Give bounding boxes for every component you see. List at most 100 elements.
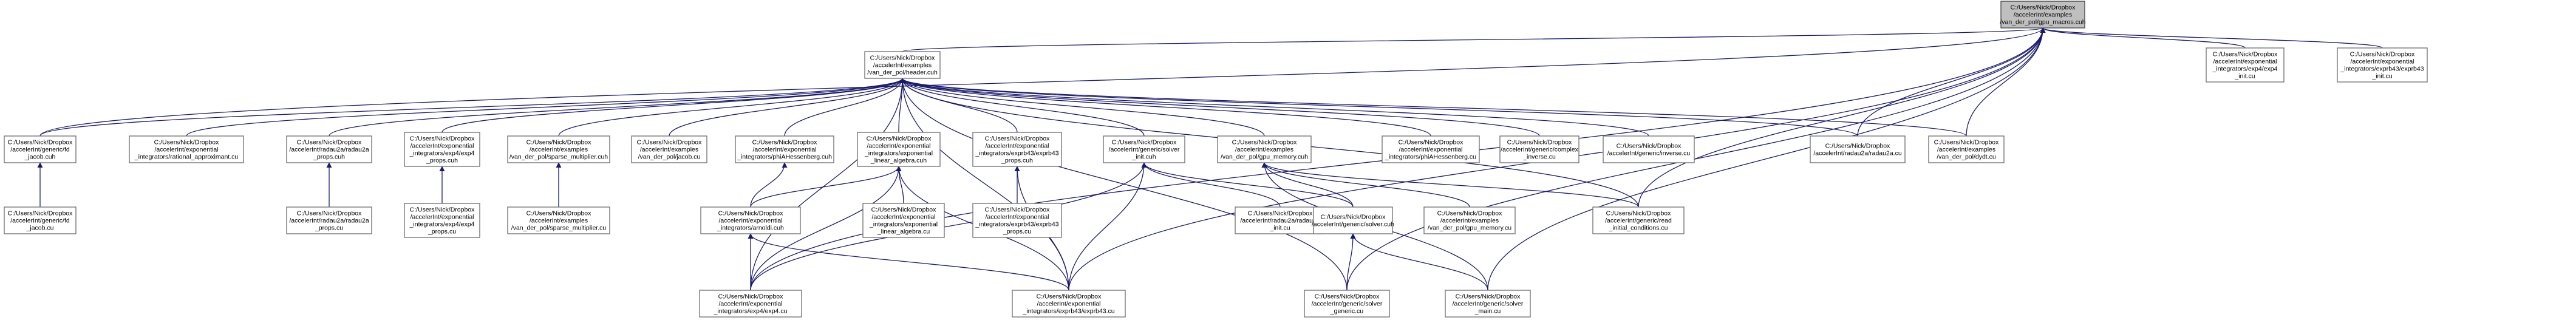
node-box [129, 135, 244, 163]
node-box [1235, 206, 1326, 234]
node-label-line: /accelerInt/exponential [2213, 58, 2277, 66]
edge-header-to-phiAh_cu [899, 78, 1431, 137]
node-label-line: C:/Users/Nick/Dropbox [2350, 51, 2416, 58]
edge-header-to-rational [186, 78, 905, 137]
graph-node-arnoldi[interactable]: C:/Users/Nick/Dropbox/accelerInt/exponen… [700, 206, 801, 234]
node-label-line: _linear_algebra.cu [877, 228, 930, 236]
node-label-line: _init.cuh [1131, 154, 1156, 161]
node-label-line: C:/Users/Nick/Dropbox [526, 139, 592, 146]
edge-header-to-solver_init_cuh [899, 78, 1145, 137]
graph-node-sparse-cuh[interactable]: C:/Users/Nick/Dropbox/accelerInt/example… [507, 135, 610, 163]
graph-node-exprb43-props-cuh[interactable]: C:/Users/Nick/Dropbox/accelerInt/exponen… [972, 132, 1062, 167]
graph-node-exprb43-props-cu[interactable]: C:/Users/Nick/Dropbox/accelerInt/exponen… [972, 203, 1062, 238]
edge-root-to-exp4_init [2040, 27, 2246, 49]
graph-node-sparse-cu[interactable]: C:/Users/Nick/Dropbox/accelerInt/example… [507, 206, 610, 234]
graph-node-gpu-memory-cuh[interactable]: C:/Users/Nick/Dropbox/accelerInt/example… [1217, 135, 1312, 163]
node-box [1603, 135, 1695, 163]
graph-node-jacob-cu[interactable]: C:/Users/Nick/Dropbox/accelerInt/example… [631, 135, 707, 163]
node-label-line: _integrators/exponential [869, 221, 938, 228]
edge-header-to-inverse_cu [899, 78, 1649, 137]
node-label-line: _props.cuh [1001, 157, 1033, 165]
edge-line [39, 78, 905, 137]
graph-node-radau2a-init[interactable]: C:/Users/Nick/Dropbox/accelerInt/radau2a… [1235, 206, 1326, 234]
edge-gpu_memory_cuh-to-gpu_memory_cu [1261, 162, 1470, 208]
graph-node-radau2a-cu[interactable]: C:/Users/Nick/Dropbox/accelerInt/radau2a… [1810, 135, 1906, 163]
edge-line [1346, 233, 1356, 291]
graph-node-solver-main[interactable]: C:/Users/Nick/Dropbox/accelerInt/generic… [1445, 290, 1531, 318]
node-label-line: /accelerInt/examples [873, 62, 932, 69]
graph-node-rational[interactable]: C:/Users/Nick/Dropbox/accelerInt/exponen… [129, 135, 244, 163]
node-label-line: C:/Users/Nick/Dropbox [154, 139, 220, 146]
node-label-line: /van_der_pol/gpu_memory.cuh [1221, 154, 1308, 161]
graph-node-polydydt[interactable]: C:/Users/Nick/Dropbox/accelerInt/example… [1928, 135, 2005, 163]
graph-node-linalg-cu[interactable]: C:/Users/Nick/Dropbox/accelerInt/exponen… [862, 203, 945, 238]
edge-line [329, 78, 905, 137]
node-box [2000, 1, 2085, 29]
node-box [699, 290, 802, 318]
node-label-line: C:/Users/Nick/Dropbox [526, 210, 592, 217]
graph-node-exp4-cu[interactable]: C:/Users/Nick/Dropbox/accelerInt/exponen… [699, 290, 802, 318]
node-label-line: _integrators/exp4/exp4 [2212, 66, 2278, 73]
edge-gpu_memory_cuh-to-solver_cuh [1261, 162, 1354, 208]
graph-node-radau2a-props-cuh[interactable]: C:/Users/Nick/Dropbox/accelerInt/radau2a… [286, 135, 372, 163]
node-box [1217, 135, 1312, 163]
edge-arnoldi-to-exprb43_cu [748, 233, 1069, 291]
node-label-line: _integrators/phiAHessenberg.cu [1385, 154, 1476, 161]
graph-node-solver-init-cuh[interactable]: C:/Users/Nick/Dropbox/accelerInt/generic… [1103, 135, 1185, 163]
node-label-line: _generic.cu [1330, 308, 1363, 315]
node-box [1313, 206, 1393, 234]
node-label-line: C:/Users/Nick/Dropbox [1037, 293, 1102, 301]
graph-node-fd-jacob-cuh[interactable]: C:/Users/Nick/Dropbox/accelerInt/generic… [4, 135, 77, 163]
graph-node-solver-generic[interactable]: C:/Users/Nick/Dropbox/accelerInt/generic… [1304, 290, 1390, 318]
edge-header-to-exp4_cu [750, 78, 905, 291]
graph-node-gpu-memory-cu[interactable]: C:/Users/Nick/Dropbox/accelerInt/example… [1423, 206, 1516, 234]
node-label-line: /accelerInt/radau2a/radau2a [289, 146, 369, 154]
edge-header-to-exprb43_props_cuh [899, 78, 1018, 133]
edge-line [1068, 162, 1147, 291]
edge-line [899, 78, 1069, 291]
graph-node-header[interactable]: C:/Users/Nick/Dropbox/accelerInt/example… [864, 51, 941, 79]
graph-node-exp4-props-cuh[interactable]: C:/Users/Nick/Dropbox/accelerInt/exponen… [404, 132, 480, 167]
graph-node-root[interactable]: C:/Users/Nick/Dropbox/accelerInt/example… [2000, 1, 2086, 29]
node-box [4, 135, 77, 163]
node-box [404, 203, 480, 238]
graph-node-linalg-cuh[interactable]: C:/Users/Nick/Dropbox/accelerInt/exponen… [857, 132, 941, 167]
graph-node-phiAh-cuh[interactable]: C:/Users/Nick/Dropbox/accelerInt/exponen… [735, 135, 834, 163]
edge-line [784, 78, 905, 137]
node-label-line: _integrators/exprb43/exprb43 [975, 150, 1058, 157]
node-label-line: C:/Users/Nick/Dropbox [1315, 293, 1380, 301]
node-label-line: /accelerInt/generic/solver [1109, 146, 1180, 154]
node-label-line: _integrators/exprb43/exprb43 [2340, 66, 2424, 73]
node-label-line: /accelerInt/exponential [985, 143, 1049, 150]
node-label-line: C:/Users/Nick/Dropbox [2213, 51, 2278, 58]
edge-header-to-jacob_cu [669, 78, 905, 137]
graph-node-exprb43-cu[interactable]: C:/Users/Nick/Dropbox/accelerInt/exponen… [1012, 290, 1126, 318]
node-box [972, 203, 1062, 238]
graph-node-complex-inverse[interactable]: C:/Users/Nick/Dropbox/accelerInt/generic… [1499, 135, 1579, 163]
graph-node-exp4-init[interactable]: C:/Users/Nick/Dropbox/accelerInt/exponen… [2206, 47, 2285, 83]
edge-line [39, 27, 2046, 137]
graph-node-phiAh-cu[interactable]: C:/Users/Nick/Dropbox/accelerInt/exponen… [1382, 135, 1480, 163]
edge-line [899, 78, 1018, 133]
node-label-line: /accelerInt/exponential [410, 143, 474, 150]
graph-node-inverse-cu[interactable]: C:/Users/Nick/Dropbox/accelerInt/generic… [1603, 135, 1695, 163]
graph-node-exprb43-init[interactable]: C:/Users/Nick/Dropbox/accelerInt/exponen… [2337, 47, 2428, 83]
node-label-line: /accelerInt/generic/fd [10, 217, 70, 225]
graph-node-exp4-props-cu[interactable]: C:/Users/Nick/Dropbox/accelerInt/exponen… [404, 203, 480, 238]
graph-node-read-ic[interactable]: C:/Users/Nick/Dropbox/accelerInt/generic… [1592, 206, 1685, 234]
graph-node-solver-cuh[interactable]: C:/Users/Nick/Dropbox/accelerInt/generic… [1312, 206, 1394, 234]
edge-root-to-fd_jacob_cuh [39, 27, 2046, 137]
edge-line [748, 233, 1069, 291]
node-box [864, 51, 941, 79]
edge-line [1141, 162, 1281, 208]
edge-header-to-phiAh_cuh [784, 78, 905, 137]
node-label-line: _props.cuh [313, 154, 345, 161]
node-label-line: /accelerInt/examples [530, 217, 588, 225]
graph-node-fd-jacob-cu[interactable]: C:/Users/Nick/Dropbox/accelerInt/generic… [4, 206, 77, 234]
node-box [700, 206, 801, 234]
edge-root-to-read_ic [1638, 27, 2046, 208]
node-label-line: C:/Users/Nick/Dropbox [1507, 139, 1573, 146]
graph-node-radau2a-props-cu[interactable]: C:/Users/Nick/Dropbox/accelerInt/radau2a… [286, 206, 372, 234]
edge-line [1261, 162, 1354, 208]
